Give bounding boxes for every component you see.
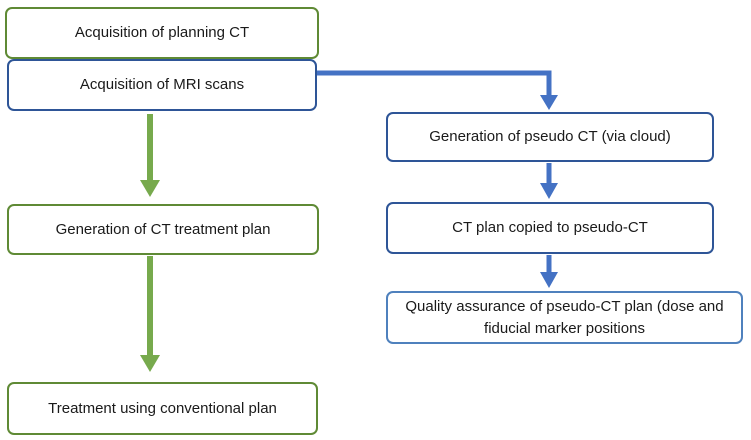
node-plan-copied: CT plan copied to pseudo-CT [386, 202, 714, 254]
node-mri-scans-label: Acquisition of MRI scans [79, 76, 245, 93]
arrow-pseudo-ct-to-plan-copied [540, 163, 558, 199]
arrow-ct-plan-to-treatment [140, 256, 160, 372]
node-quality-assurance-text: Quality assurance of pseudo-CT plan (dos… [405, 296, 723, 340]
node-ct-treatment-plan-label: Generation of CT treatment plan [55, 220, 271, 238]
node-quality-assurance-line1: Quality assurance of pseudo-CT plan (dos… [405, 297, 724, 315]
node-conventional-treatment: Treatment using conventional plan [7, 382, 318, 435]
node-pseudo-ct-label: Generation of pseudo CT (via cloud) [429, 128, 671, 145]
node-mri-scans: Acquisition of MRI scans [7, 59, 317, 111]
arrow-plan-copied-to-qa [540, 255, 558, 288]
node-planning-ct: Acquisition of planning CT [5, 7, 319, 59]
node-conventional-treatment-label: Treatment using conventional plan [48, 399, 277, 417]
node-quality-assurance-line2: fiducial marker positions [484, 319, 645, 337]
node-plan-copied-label: CT plan copied to pseudo-CT [452, 219, 648, 236]
node-ct-treatment-plan: Generation of CT treatment plan [7, 204, 319, 255]
node-pseudo-ct: Generation of pseudo CT (via cloud) [386, 112, 714, 162]
node-quality-assurance: Quality assurance of pseudo-CT plan (dos… [386, 291, 743, 344]
arrow-mri-to-pseudo-ct [315, 70, 558, 110]
arrow-mri-to-ct-plan [140, 114, 160, 197]
node-planning-ct-label: Acquisition of planning CT [74, 24, 250, 41]
